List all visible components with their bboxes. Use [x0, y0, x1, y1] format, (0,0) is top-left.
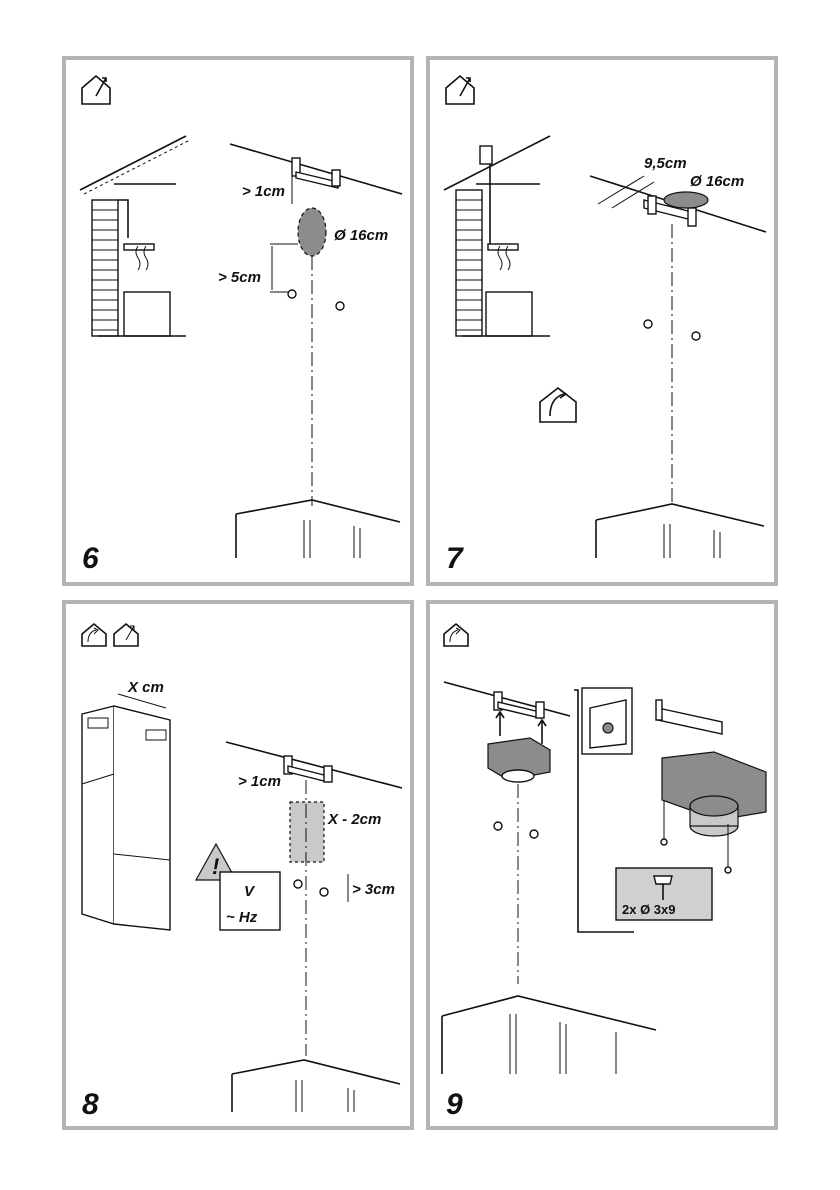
diameter-label: Ø 16cm	[334, 227, 388, 244]
screw	[661, 839, 667, 845]
house-section	[444, 136, 550, 336]
cooktop-island	[596, 504, 764, 558]
screw-hole	[494, 822, 502, 830]
house-exhaust-icon	[114, 624, 138, 646]
panel-number: 8	[82, 1088, 99, 1121]
duct-adapter	[488, 738, 550, 782]
cooktop-island	[442, 996, 656, 1074]
duct-opening	[664, 192, 708, 208]
detail-inset	[582, 688, 632, 754]
house-recirculation-icon	[444, 624, 468, 646]
panel-9-drawing: 2x Ø 3x9 9	[430, 604, 774, 1126]
house-exhaust-icon	[82, 76, 110, 104]
diameter-label: Ø 16cm	[690, 173, 744, 190]
gap-bottom-label-visible: > 5cm	[218, 269, 261, 286]
mounted-adapter	[656, 700, 766, 836]
panel-7-drawing: 9,5cm Ø 16cm 7	[430, 60, 774, 582]
house-exhaust-icon	[446, 76, 474, 104]
gap-top-label: > 1cm	[242, 183, 285, 200]
frequency-label: ~ Hz	[226, 909, 258, 926]
duct-opening	[298, 208, 326, 256]
cooktop-island	[236, 500, 400, 558]
panel-number: 7	[446, 542, 464, 575]
house-recirculation-icon	[540, 388, 576, 422]
wall-bracket	[292, 158, 340, 188]
house-recirculation-icon	[82, 624, 106, 646]
screw-hole	[288, 290, 296, 298]
screw-hole	[692, 332, 700, 340]
panel-7: 9,5cm Ø 16cm 7	[426, 56, 778, 586]
zone-width-label: X - 2cm	[327, 811, 381, 828]
screw-spec-label: 2x Ø 3x9	[622, 902, 676, 917]
ceiling-line	[444, 682, 570, 716]
panel-6: > 1cm Ø 16cm 9,5cm > 5cm 6	[62, 56, 414, 586]
screw-hole	[530, 830, 538, 838]
gap-top-label: > 1cm	[238, 773, 281, 790]
screw-hole	[294, 880, 302, 888]
wall-bracket	[284, 756, 332, 782]
cooktop-island	[232, 1060, 400, 1112]
house-section	[80, 136, 190, 336]
screw-hole	[644, 320, 652, 328]
electrical-zone	[290, 802, 324, 862]
width-label: 9,5cm	[644, 155, 687, 172]
chimney-width-label: X cm	[127, 679, 164, 696]
chimney-cover	[82, 706, 170, 930]
screw-hole	[336, 302, 344, 310]
panel-number: 6	[82, 542, 99, 575]
panel-8-drawing: X cm ! V ~ Hz > 1cm X - 2cm > 3cm	[66, 604, 410, 1126]
panel-9: 2x Ø 3x9 9	[426, 600, 778, 1130]
gap-screws-label: > 3cm	[352, 881, 395, 898]
panel-number: 9	[446, 1088, 463, 1121]
screw	[725, 867, 731, 873]
panel-8: X cm ! V ~ Hz > 1cm X - 2cm > 3cm	[62, 600, 414, 1130]
warning-mark: !	[212, 854, 219, 879]
panel-6-drawing: > 1cm Ø 16cm 9,5cm > 5cm 6	[66, 60, 410, 582]
screw-hole	[320, 888, 328, 896]
